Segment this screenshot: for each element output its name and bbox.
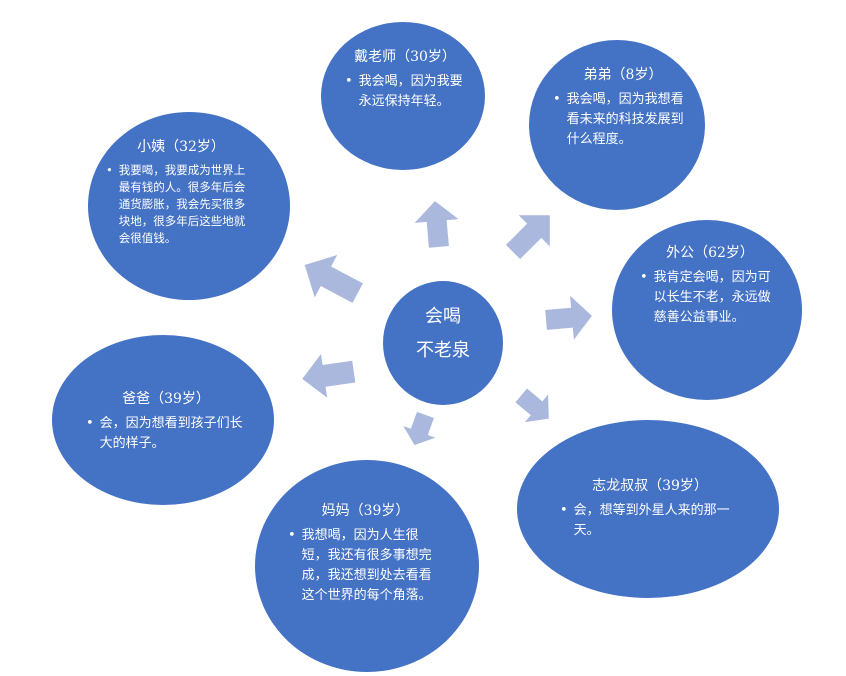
node-circle-baba xyxy=(52,335,274,505)
arrow-to-didi xyxy=(505,215,550,260)
node-text: 会，因为想看到孩子们长大的样子。 xyxy=(99,416,243,451)
bullet-icon: • xyxy=(560,503,568,518)
node-title: 妈妈（39岁） xyxy=(321,503,410,519)
arrow-to-waigong xyxy=(545,295,592,340)
node-zhilong: 志龙叔叔（39岁） • 会，想等到外星人来的那一天。 xyxy=(560,475,740,541)
node-text: 我肯定会喝，因为可以长生不老，永远做慈善公益事业。 xyxy=(653,270,771,325)
arrow-to-baba xyxy=(302,354,356,398)
arrow-to-xiaoyi xyxy=(304,255,363,303)
node-title: 小姨（32岁） xyxy=(137,139,225,155)
bullet-icon: • xyxy=(640,270,648,285)
node-circle-didi xyxy=(529,40,705,210)
node-xiaoyi: 小姨（32岁） • 我要喝，我要成为世界上最有钱的人。很多年后会通货膨胀，我会先买… xyxy=(106,136,256,247)
node-mama: 妈妈（39岁） • 我想喝，因为人生很短，我还有很多事想完成，我还想到处去看看这个… xyxy=(288,500,443,606)
node-didi: 弟弟（8岁） • 我会喝，因为我想看看未来的科技发展到什么程度。 xyxy=(553,64,693,150)
node-title: 爸爸（39岁） xyxy=(122,391,210,407)
bullet-icon: • xyxy=(288,528,296,543)
center-topic: 会喝 不老泉 xyxy=(383,300,503,368)
node-circle-zhilong xyxy=(517,420,779,598)
node-dai: 戴老师（30岁） • 我会喝，因为我要永远保持年轻。 xyxy=(345,46,465,112)
node-waigong: 外公（62岁） • 我肯定会喝，因为可以长生不老，永远做慈善公益事业。 xyxy=(640,242,780,328)
node-title: 志龙叔叔（39岁） xyxy=(592,478,708,494)
node-title: 戴老师（30岁） xyxy=(354,49,456,65)
node-baba: 爸爸（39岁） • 会，因为想看到孩子们长大的样子。 xyxy=(86,388,246,454)
node-text: 会，想等到外星人来的那一天。 xyxy=(573,503,730,538)
node-circle-xiaoyi xyxy=(88,112,290,300)
bullet-icon: • xyxy=(86,416,94,431)
bullet-icon: • xyxy=(345,74,353,89)
bullet-icon: • xyxy=(106,163,113,177)
node-title: 外公（62岁） xyxy=(666,245,754,261)
arrow-to-mama xyxy=(403,411,436,446)
bullet-icon: • xyxy=(553,92,561,107)
center-line-2: 不老泉 xyxy=(416,340,470,361)
node-circle-waigong xyxy=(612,220,802,400)
node-text: 我要喝，我要成为世界上最有钱的人。很多年后会通货膨胀，我会先买很多块地，很多年后… xyxy=(118,163,246,245)
arrow-to-zhilong xyxy=(515,388,549,423)
node-text: 我会喝，因为我想看看未来的科技发展到什么程度。 xyxy=(566,92,684,147)
center-circle xyxy=(383,281,503,405)
node-text: 我会喝，因为我要永远保持年轻。 xyxy=(358,74,463,109)
node-circle-mama xyxy=(255,460,479,672)
center-line-1: 会喝 xyxy=(425,306,461,327)
node-title: 弟弟（8岁） xyxy=(583,67,663,83)
node-text: 我想喝，因为人生很短，我还有很多事想完成，我还想到处去看看这个世界的每个角落。 xyxy=(301,528,432,603)
node-circle-dai xyxy=(321,22,485,170)
arrow-to-dai xyxy=(414,201,459,248)
